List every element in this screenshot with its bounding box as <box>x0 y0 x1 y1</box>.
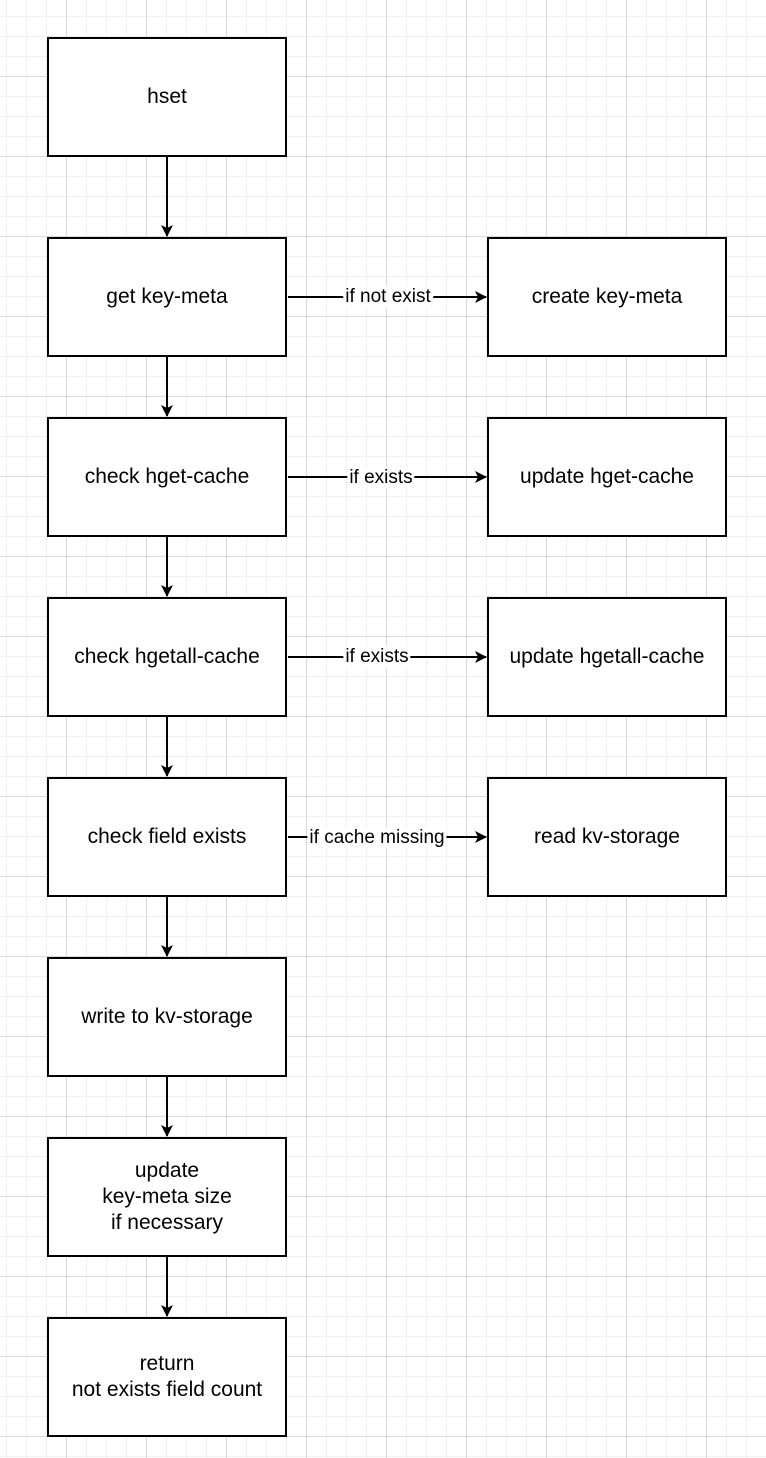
edge-label-if-cache-missing: if cache missing <box>307 827 447 849</box>
node-return-count[interactable]: return not exists field count <box>47 1317 287 1437</box>
node-update-hgetall-cache[interactable]: update hgetall-cache <box>487 597 727 717</box>
node-update-key-meta-size[interactable]: update key-meta size if necessary <box>47 1137 287 1257</box>
node-check-field-exists[interactable]: check field exists <box>47 777 287 897</box>
node-write-kv-storage[interactable]: write to kv-storage <box>47 957 287 1077</box>
node-read-kv-storage[interactable]: read kv-storage <box>487 777 727 897</box>
edge-label-if-not-exist: if not exist <box>343 286 433 308</box>
edge-label-if-exists-hget: if exists <box>347 467 415 489</box>
node-hset[interactable]: hset <box>47 37 287 157</box>
node-check-hget-cache[interactable]: check hget-cache <box>47 417 287 537</box>
edge-label-if-exists-hgetall: if exists <box>343 646 411 668</box>
node-get-key-meta[interactable]: get key-meta <box>47 237 287 357</box>
node-update-hget-cache[interactable]: update hget-cache <box>487 417 727 537</box>
node-create-key-meta[interactable]: create key-meta <box>487 237 727 357</box>
node-check-hgetall-cache[interactable]: check hgetall-cache <box>47 597 287 717</box>
